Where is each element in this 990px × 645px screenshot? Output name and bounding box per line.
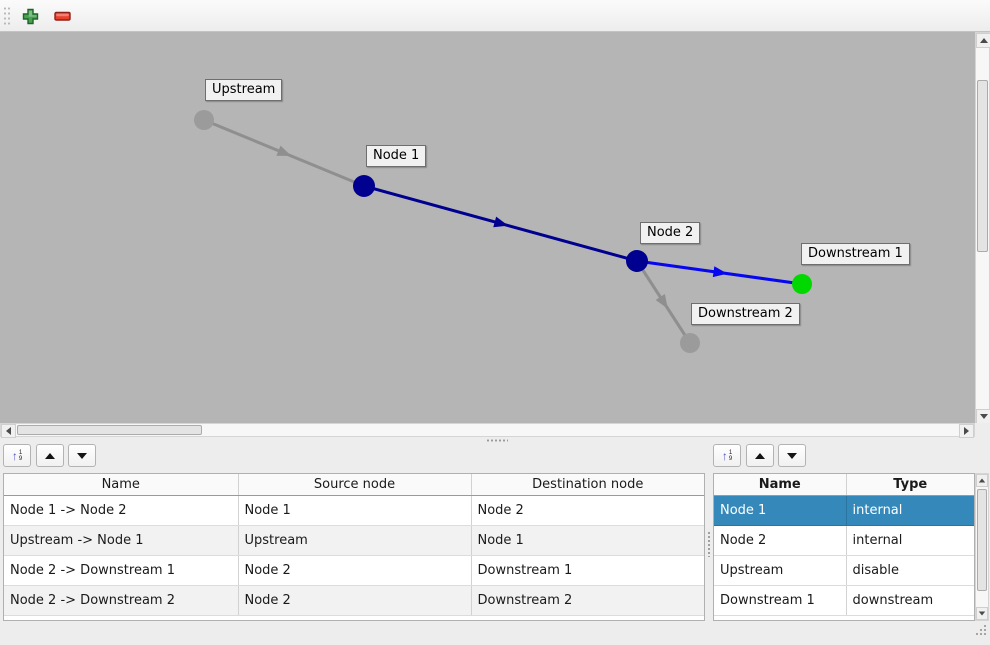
graph-node[interactable] <box>626 250 648 272</box>
table-cell[interactable]: Node 2 -> Downstream 2 <box>4 585 239 616</box>
node-label[interactable]: Upstream <box>205 79 283 101</box>
table-cell[interactable]: disable <box>846 555 974 586</box>
scroll-down-button[interactable] <box>976 607 988 620</box>
column-header[interactable]: Name <box>714 474 847 496</box>
column-header[interactable]: Destination node <box>471 474 704 496</box>
table-cell[interactable]: Node 2 -> Downstream 1 <box>4 555 239 586</box>
scroll-right-button[interactable] <box>959 424 974 438</box>
graph-node[interactable] <box>792 274 812 294</box>
node-label[interactable]: Downstream 1 <box>801 243 910 265</box>
scroll-down-button[interactable] <box>976 409 990 424</box>
column-header[interactable]: Name <box>4 474 239 496</box>
table-cell[interactable]: Node 1 <box>714 495 847 526</box>
toolbar-drag-handle[interactable] <box>3 6 10 26</box>
edge-arrowhead-icon <box>712 266 728 278</box>
down-arrow-icon <box>978 611 986 616</box>
edge-arrowhead-icon <box>493 216 509 228</box>
down-arrow-icon <box>979 414 988 419</box>
down-arrow-icon <box>787 452 797 459</box>
canvas-vertical-scrollbar[interactable] <box>975 32 990 424</box>
horizontal-scroll-thumb[interactable] <box>17 425 202 435</box>
horizontal-splitter[interactable] <box>0 437 990 444</box>
table-cell[interactable]: Upstream <box>238 525 472 556</box>
table-cell[interactable]: downstream <box>846 585 974 616</box>
edges-layer[interactable] <box>0 32 975 423</box>
window-resize-grip[interactable] <box>976 625 986 641</box>
table-cell[interactable]: Node 1 <box>471 525 704 556</box>
table-scroll-thumb[interactable] <box>977 489 987 591</box>
up-arrow-icon <box>978 478 986 483</box>
scroll-up-button[interactable] <box>976 33 990 48</box>
canvas-horizontal-scrollbar[interactable] <box>0 423 975 438</box>
table-cell[interactable]: Node 2 <box>471 495 704 526</box>
edge-table-move-down-button[interactable] <box>68 444 96 467</box>
edge-arrowhead-icon <box>655 293 668 309</box>
up-arrow-icon <box>979 38 988 43</box>
table-cell[interactable]: Node 2 <box>238 555 472 586</box>
scroll-up-button[interactable] <box>976 474 988 487</box>
table-cell[interactable]: Upstream <box>714 555 847 586</box>
splitter-handle-icon <box>486 439 508 442</box>
splitter-handle-icon <box>707 531 711 557</box>
left-arrow-icon <box>6 427 11 435</box>
scroll-left-button[interactable] <box>1 424 16 438</box>
table-cell[interactable]: internal <box>846 495 974 526</box>
main-toolbar <box>0 0 990 32</box>
table-cell[interactable]: Upstream -> Node 1 <box>4 525 239 556</box>
vertical-splitter[interactable] <box>705 473 713 621</box>
scrollbar-corner <box>975 423 990 437</box>
column-header[interactable]: Source node <box>238 474 472 496</box>
table-cell[interactable]: Node 1 <box>238 495 472 526</box>
table-cell[interactable]: Downstream 1 <box>714 585 847 616</box>
node-label[interactable]: Node 1 <box>366 145 427 167</box>
column-header[interactable]: Type <box>846 474 974 496</box>
node-label[interactable]: Downstream 2 <box>691 303 800 325</box>
table-cell[interactable]: Node 1 -> Node 2 <box>4 495 239 526</box>
up-arrow-icon <box>755 452 765 459</box>
node-table-move-up-button[interactable] <box>746 444 774 467</box>
node-table-move-down-button[interactable] <box>778 444 806 467</box>
add-node-button[interactable] <box>17 4 43 28</box>
up-arrow-icon <box>45 452 55 459</box>
graph-node[interactable] <box>680 333 700 353</box>
remove-node-button[interactable] <box>49 4 75 28</box>
graph-node[interactable] <box>194 110 214 130</box>
table-cell[interactable]: internal <box>846 525 974 556</box>
down-arrow-icon <box>77 452 87 459</box>
edge-arrowhead-icon <box>276 145 292 157</box>
table-cell[interactable]: Downstream 1 <box>471 555 704 586</box>
vertical-scroll-thumb[interactable] <box>977 80 988 252</box>
minus-icon <box>53 11 71 21</box>
table-cell[interactable]: Downstream 2 <box>471 585 704 616</box>
table-cell[interactable]: Node 2 <box>238 585 472 616</box>
table-cell[interactable]: Node 2 <box>714 525 847 556</box>
graph-node[interactable] <box>353 175 375 197</box>
node-table-scrollbar[interactable] <box>975 473 989 621</box>
edge-table-move-up-button[interactable] <box>36 444 64 467</box>
node-label[interactable]: Node 2 <box>640 222 701 244</box>
right-arrow-icon <box>964 427 969 435</box>
plus-icon <box>22 8 38 24</box>
